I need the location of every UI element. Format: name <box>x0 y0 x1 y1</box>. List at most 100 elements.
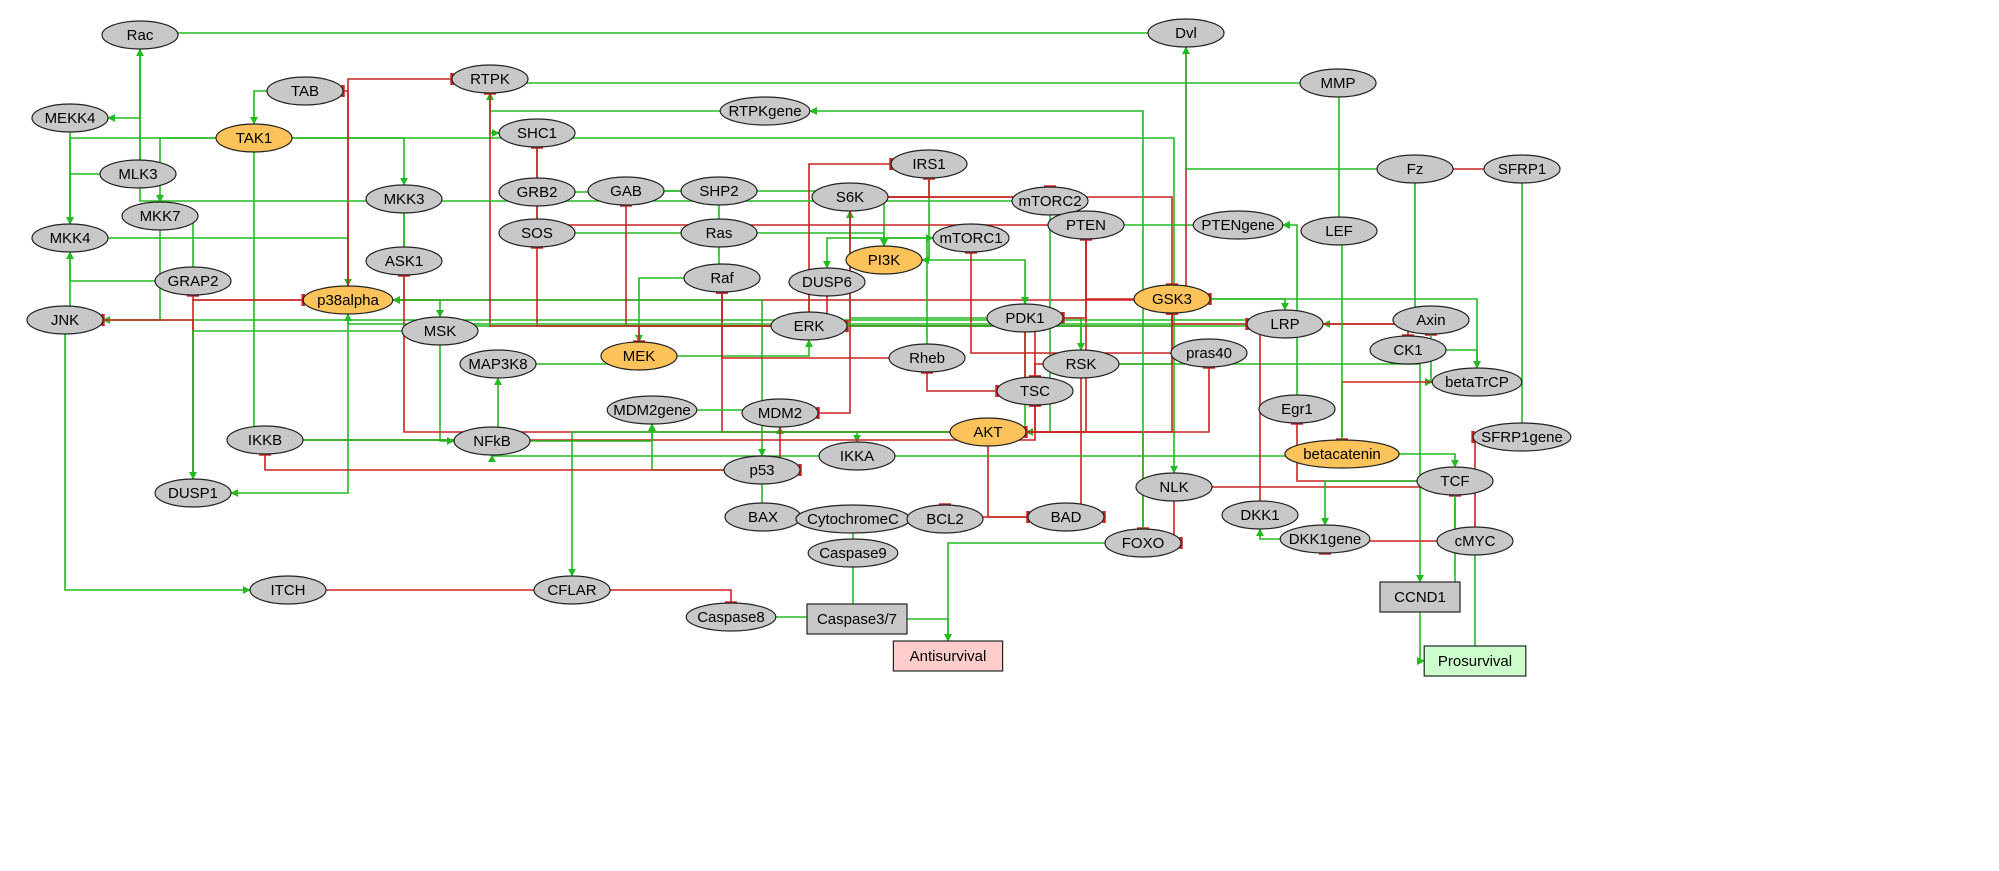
node-label: BAD <box>1051 509 1082 526</box>
node-s6k: S6K <box>811 182 889 212</box>
node-nlk: NLK <box>1135 472 1213 502</box>
node-label: SOS <box>521 225 553 242</box>
node-mdm2gene: MDM2gene <box>606 395 698 425</box>
node-shape <box>498 218 576 248</box>
node-label: PTEN <box>1066 217 1106 234</box>
node-mlk3: MLK3 <box>99 159 177 189</box>
inhibition-edge-erk-to-irs1 <box>808 158 893 312</box>
node-shape <box>365 246 443 276</box>
node-prosurvival: Prosurvival <box>1423 645 1527 677</box>
node-label: RTPK <box>470 71 510 88</box>
node-shape <box>26 305 104 335</box>
node-msk: MSK <box>401 316 479 346</box>
node-label: Rac <box>127 27 154 44</box>
node-ikkb: IKKB <box>226 425 304 455</box>
node-mtorc1: mTORC1 <box>932 223 1010 253</box>
node-shape <box>600 341 678 371</box>
node-shape <box>806 603 908 635</box>
node-shape <box>606 395 698 425</box>
node-nfkb: NFkB <box>453 426 531 456</box>
node-shape <box>788 267 866 297</box>
node-map3k8: MAP3K8 <box>459 349 537 379</box>
node-label: FOXO <box>1122 535 1165 552</box>
node-shape <box>1170 338 1248 368</box>
activation-edge-raf-to-mek <box>635 277 684 343</box>
node-label: NFkB <box>473 433 511 450</box>
node-label: PDK1 <box>1005 310 1044 327</box>
node-irs1: IRS1 <box>890 149 968 179</box>
node-ccnd1: CCND1 <box>1379 581 1461 613</box>
activation-edge-rtpkgene-to-rtpk <box>486 92 721 112</box>
node-label: MKK4 <box>50 230 91 247</box>
node-shape <box>101 20 179 50</box>
node-label: betaTrCP <box>1445 374 1509 391</box>
node-cflar: CFLAR <box>533 575 611 605</box>
node-label: GAB <box>610 183 642 200</box>
node-shape <box>1431 367 1523 397</box>
node-label: MMP <box>1321 75 1356 92</box>
activation-edge-mtorc1-to-dusp6 <box>823 237 933 269</box>
activation-edge-grap2-to-mkk4 <box>66 251 155 282</box>
node-shape <box>1246 309 1324 339</box>
node-shape <box>888 343 966 373</box>
node-cmyc: cMYC <box>1436 526 1514 556</box>
node-sfrp1gene: SFRP1gene <box>1472 422 1572 452</box>
node-antisurvival: Antisurvival <box>892 640 1004 672</box>
node-label: SFRP1gene <box>1481 429 1563 446</box>
activation-edge-egr1-to-ptengene <box>1282 221 1298 395</box>
inhibition-edge-akt-to-tsc <box>1026 403 1041 433</box>
node-foxo: FOXO <box>1104 528 1182 558</box>
node-shape <box>453 426 531 456</box>
node-label: mTORC1 <box>939 230 1002 247</box>
node-shape <box>215 123 293 153</box>
activation-edge-dvl-to-rac <box>136 20 1148 34</box>
node-label: SHP2 <box>699 183 738 200</box>
node-shape <box>1135 472 1213 502</box>
inhibition-edge-p53-to-ikkb <box>259 452 724 471</box>
inhibition-edge-gsk3-to-pten <box>1080 237 1134 300</box>
node-dkk1gene: DKK1gene <box>1279 524 1371 554</box>
activation-edge-mkk7-to-jnk <box>102 230 161 324</box>
node-label: TAK1 <box>236 130 272 147</box>
node-tab: TAB <box>266 76 344 106</box>
node-label: Rheb <box>909 350 945 367</box>
node-ikka: IKKA <box>818 441 896 471</box>
node-mtorc2: mTORC2 <box>1011 186 1089 216</box>
node-erk: ERK <box>770 311 848 341</box>
node-sos: SOS <box>498 218 576 248</box>
inhibition-edge-pten-to-pdk1 <box>1061 239 1087 324</box>
node-label: mTORC2 <box>1018 193 1081 210</box>
node-dkk1: DKK1 <box>1221 500 1299 530</box>
node-label: AKT <box>973 424 1002 441</box>
activation-edge-ck1-to-betatrcp <box>1446 349 1481 369</box>
inhibition-edge-dkk1-to-lrp <box>1245 318 1261 501</box>
node-label: Caspase9 <box>819 545 887 562</box>
node-label: LRP <box>1270 316 1299 333</box>
inhibition-edge-s6k-to-mdm2 <box>816 211 851 419</box>
node-ras: Ras <box>680 218 758 248</box>
node-shape <box>498 118 576 148</box>
node-shape <box>845 245 923 275</box>
activation-edge-gsk3-to-lrp <box>1210 298 1289 311</box>
node-label: MKK7 <box>140 208 181 225</box>
node-ask1: ASK1 <box>365 246 443 276</box>
node-shape <box>1192 210 1284 240</box>
node-label: BAX <box>748 509 778 526</box>
activation-edge-fz-to-dvl <box>1182 46 1377 170</box>
inhibition-edge-erk-to-mek <box>633 325 771 344</box>
node-egr1: Egr1 <box>1258 394 1336 424</box>
node-shape <box>121 201 199 231</box>
node-label: JNK <box>51 312 79 329</box>
activation-edge-tak1-to-nlk <box>292 137 1178 474</box>
node-label: ITCH <box>271 582 306 599</box>
node-label: TAB <box>291 83 319 100</box>
node-shape <box>1416 466 1494 496</box>
node-pi3k: PI3K <box>845 245 923 275</box>
node-shape <box>587 176 665 206</box>
node-label: Antisurvival <box>910 648 987 665</box>
node-label: MEKK4 <box>45 110 96 127</box>
activation-edge-foxo-to-antisurvival <box>944 542 1105 642</box>
node-caspase37: Caspase3/7 <box>806 603 908 635</box>
activation-edge-jnk-to-lrp <box>103 309 1289 321</box>
activation-edge-p38alpha-to-msk <box>392 299 444 318</box>
